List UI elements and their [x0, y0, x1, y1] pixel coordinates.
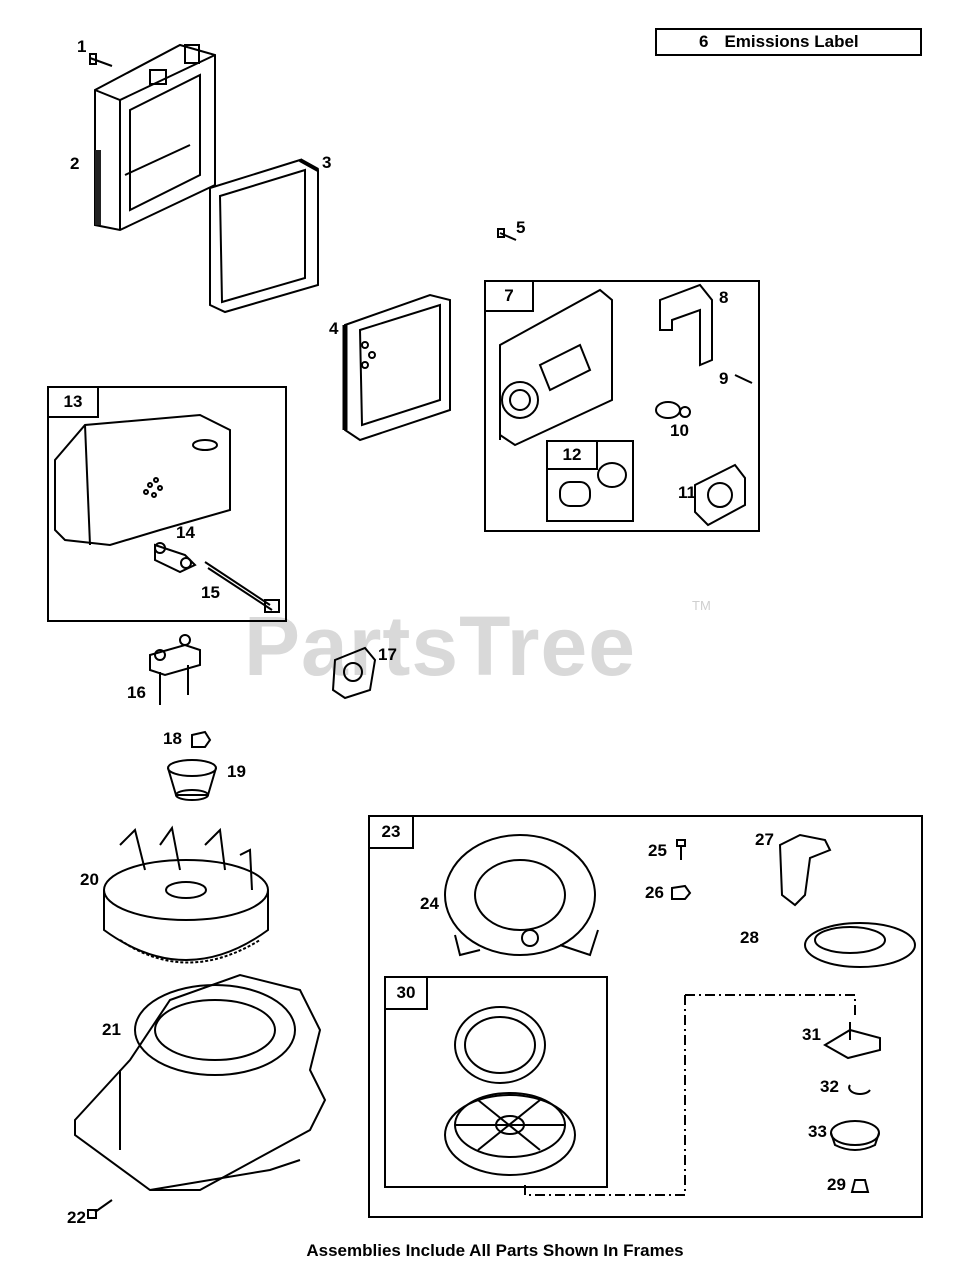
callout-14: 14: [176, 523, 195, 542]
frame-23-tag: 23: [370, 817, 414, 849]
part-27-handle: [778, 833, 832, 907]
callout-3: 3: [322, 153, 332, 172]
part-9-screw: [734, 374, 753, 384]
part-29-screw: [850, 1179, 870, 1193]
callout-24: 24: [420, 894, 439, 913]
part-18-nut: [191, 730, 212, 748]
callout-4: 4: [329, 319, 339, 338]
part-25-screw: [676, 839, 686, 860]
frame-23-rewind-starter-assembly: 23: [368, 815, 923, 1218]
part-8-bracket: [659, 283, 713, 367]
trademark-mark: TM: [692, 598, 711, 613]
callout-21: 21: [102, 1020, 121, 1039]
part-15-bolt: [204, 561, 280, 613]
part-22-screw: [87, 1199, 113, 1219]
part-17-gasket: [331, 646, 377, 700]
callout-5: 5: [516, 218, 526, 237]
callout-27: 27: [755, 830, 774, 849]
part-4-filter-cartridge: [342, 293, 451, 442]
part-31-pawl: [823, 1022, 881, 1060]
frame-13-tag: 13: [49, 388, 99, 418]
frame-12-breather-assembly: 12: [546, 440, 634, 522]
callout-31: 31: [802, 1025, 821, 1044]
frame-30-tag: 30: [386, 978, 428, 1010]
footer-note: Assemblies Include All Parts Shown In Fr…: [306, 1241, 684, 1260]
part-30-pulley-spring: [444, 1006, 576, 1176]
part-14-gasket: [154, 542, 197, 574]
part-13-muffler: [54, 413, 231, 547]
callout-20: 20: [80, 870, 99, 889]
callout-9: 9: [719, 369, 729, 388]
frame-7-tag: 7: [486, 282, 534, 312]
callout-16: 16: [127, 683, 146, 702]
part-1-screw: [89, 53, 113, 67]
frame-30-pulley-assembly: 30: [384, 976, 608, 1188]
assembly-dash-dot-line: [524, 994, 856, 1196]
part-26-nut: [671, 884, 692, 900]
callout-33: 33: [808, 1122, 827, 1141]
part-24-starter-housing: [444, 834, 599, 957]
frame-12-tag: 12: [548, 442, 598, 470]
part-33-ratchet: [830, 1120, 880, 1151]
callout-29: 29: [827, 1175, 846, 1194]
callout-19: 19: [227, 762, 246, 781]
callout-26: 26: [645, 883, 664, 902]
part-20-flywheel: [103, 825, 269, 964]
callout-17: 17: [378, 645, 397, 664]
callout-1: 1: [77, 37, 87, 56]
frame-13-muffler-assembly: 13: [47, 386, 287, 622]
part-2-air-cleaner-base: [94, 43, 216, 232]
part-21-blower-housing: [74, 973, 327, 1191]
emissions-label-box: 6 Emissions Label: [655, 28, 922, 56]
part-11-gasket: [694, 463, 746, 527]
partstree-watermark: PartsTree: [244, 599, 636, 693]
part-10-choke: [655, 401, 691, 419]
callout-18: 18: [163, 729, 182, 748]
callout-11: 11: [678, 483, 696, 502]
callout-28: 28: [740, 928, 759, 947]
callout-22: 22: [67, 1208, 86, 1227]
part-28-rope: [804, 922, 916, 968]
part-3-pre-cleaner: [209, 158, 319, 314]
part-7-air-cleaner-body: [499, 288, 613, 447]
callout-2: 2: [70, 154, 80, 173]
part-32-retainer: [848, 1084, 871, 1095]
part-12-breather: [559, 462, 627, 507]
emissions-label-number: 6: [699, 32, 709, 51]
part-19-cup: [167, 759, 217, 801]
part-5-screw: [497, 228, 517, 241]
callout-32: 32: [820, 1077, 839, 1096]
callout-25: 25: [648, 841, 667, 860]
callout-10: 10: [670, 421, 689, 440]
part-16-stud-bracket: [149, 634, 201, 705]
callout-15: 15: [201, 583, 220, 602]
frame-7-air-cleaner-assembly: 7: [484, 280, 760, 532]
emissions-label-text: Emissions Label: [724, 32, 859, 51]
callout-8: 8: [719, 288, 729, 307]
